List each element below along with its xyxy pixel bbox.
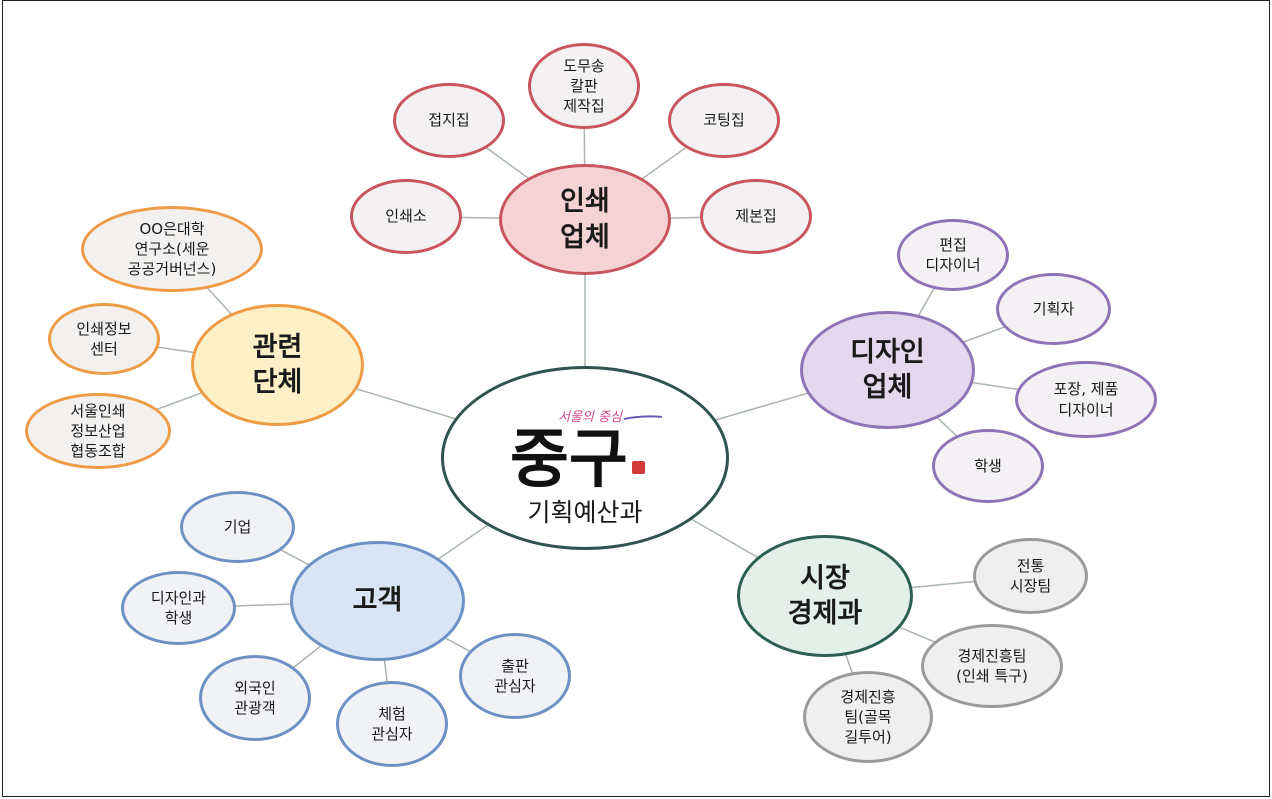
leaf-binding-shop: 제본집: [700, 179, 812, 254]
leaf-company: 기업: [180, 491, 295, 563]
leaf-publishing-interested: 출판 관심자: [459, 633, 571, 719]
leaf-experience-interested: 체험 관심자: [336, 681, 448, 767]
jung-gu-logo: 서울의 중심 중구: [510, 410, 663, 491]
leaf-student: 학생: [932, 429, 1044, 503]
hub-customer: 고객: [290, 541, 465, 661]
leaf-foreign-tourist: 외국인 관광객: [199, 655, 311, 741]
leaf-folding-shop: 접지집: [393, 83, 505, 158]
logo-main-text: 중구: [510, 422, 628, 491]
leaf-editorial-designer: 편집 디자이너: [897, 219, 1009, 291]
hub-design-company: 디자인 업체: [800, 311, 975, 429]
hub-print-company: 인쇄 업체: [499, 164, 671, 275]
center-label: 기획예산과: [527, 498, 643, 527]
leaf-traditional-market-team: 전통 시장팀: [973, 538, 1088, 614]
logo-script-text: 서울의 중심: [558, 410, 623, 425]
leaf-planner: 기획자: [996, 273, 1111, 345]
leaf-print-cooperative: 서울인쇄 정보산업 협동조합: [25, 393, 171, 469]
center-node: 서울의 중심 중구 기획예산과: [441, 366, 729, 550]
hub-market-economy: 시장 경제과: [737, 535, 913, 657]
leaf-print-shop: 인쇄소: [350, 179, 462, 254]
leaf-package-designer: 포장, 제품 디자이너: [1015, 361, 1157, 438]
leaf-coating-shop: 코팅집: [668, 83, 780, 158]
hub-related-org: 관련 단체: [191, 304, 364, 426]
leaf-econ-team-alley-tour: 경제진흥 팀(골목 길투어): [803, 671, 933, 763]
leaf-die-cutting-shop: 도무송 칼판 제작집: [528, 43, 640, 129]
leaf-university-institute: OO은대학 연구소(세운 공공거버넌스): [81, 206, 263, 292]
leaf-design-student: 디자인과 학생: [121, 571, 236, 645]
leaf-print-info-center: 인쇄정보 센터: [48, 303, 160, 375]
leaf-econ-team-print-district: 경제진흥팀 (인쇄 특구): [921, 624, 1063, 708]
